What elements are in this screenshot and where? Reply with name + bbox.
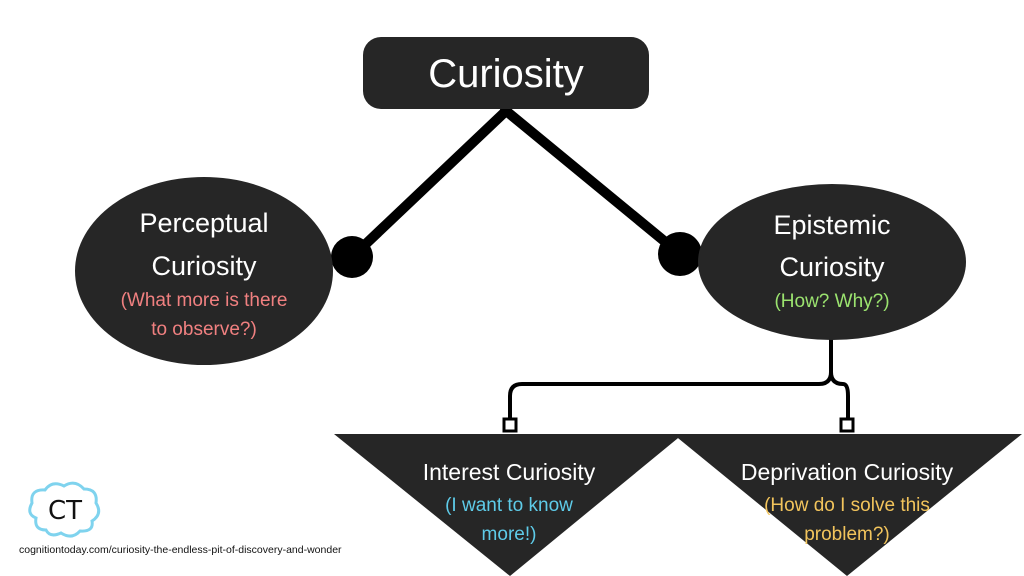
- connector-endpoint-perceptual: [331, 236, 373, 278]
- root-node: [363, 37, 649, 109]
- ct-logo: CT: [28, 481, 101, 538]
- epistemic-title-line2: Curiosity: [779, 252, 885, 282]
- epistemic-subtitle: (How? Why?): [774, 291, 889, 312]
- perceptual-node: [75, 177, 333, 365]
- perceptual-subtitle-line2: to observe?): [151, 319, 257, 340]
- logo-text: CT: [48, 496, 82, 526]
- connector-epistemic-branches: [508, 338, 850, 420]
- interest-subtitle-line2: more!): [482, 524, 537, 545]
- epistemic-title-line1: Epistemic: [773, 210, 890, 240]
- epistemic-node: [698, 184, 966, 340]
- perceptual-subtitle-line1: (What more is there: [121, 290, 288, 311]
- connector-endpoint-deprivation: [839, 417, 855, 433]
- deprivation-title: Deprivation Curiosity: [741, 459, 954, 485]
- connector-endpoint-epistemic: [658, 232, 702, 276]
- connector-root-perceptual: [347, 105, 512, 262]
- perceptual-title-line2: Curiosity: [151, 251, 257, 281]
- deprivation-node: [673, 434, 1022, 576]
- cloud-icon: [28, 481, 101, 538]
- interest-title: Interest Curiosity: [423, 459, 596, 485]
- interest-subtitle-line1: (I want to know: [445, 495, 573, 516]
- deprivation-subtitle-line1: (How do I solve this: [764, 495, 930, 516]
- interest-node: [334, 434, 683, 576]
- source-url: cognitiontoday.com/curiosity-the-endless…: [19, 544, 342, 556]
- root-node-label: Curiosity: [428, 52, 584, 96]
- perceptual-title-line1: Perceptual: [139, 208, 268, 238]
- deprivation-subtitle-line2: problem?): [804, 524, 890, 545]
- connector-endpoint-interest: [502, 417, 518, 433]
- connector-root-epistemic: [500, 105, 685, 259]
